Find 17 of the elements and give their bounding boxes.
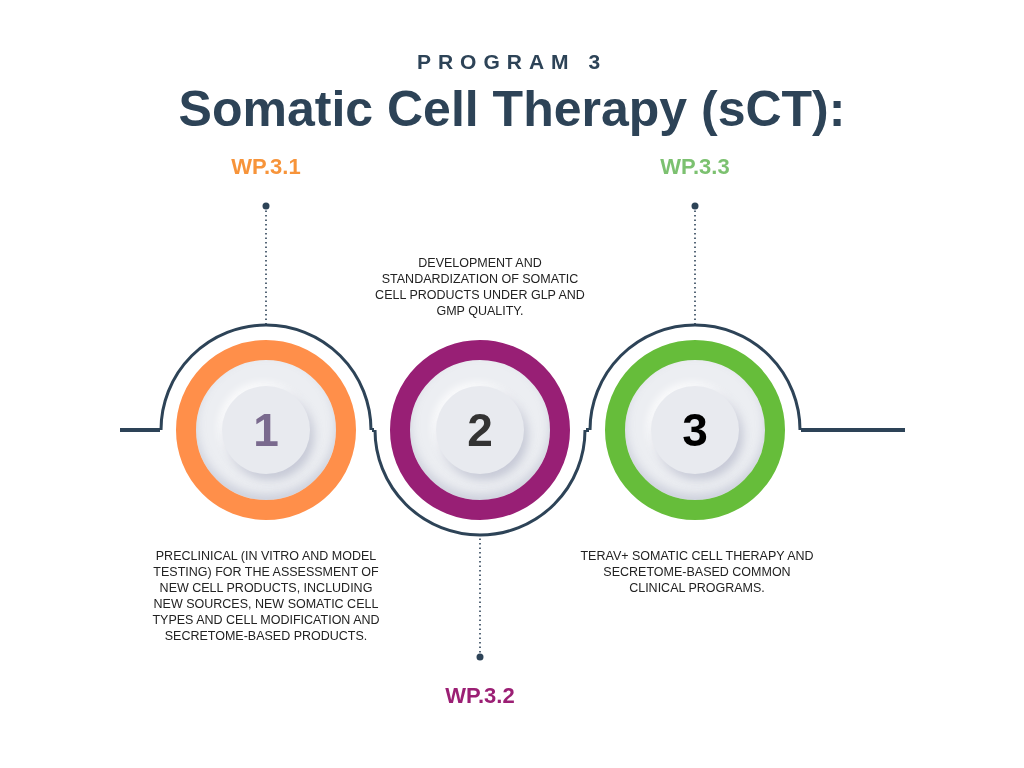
step-number: 1 [253, 407, 279, 453]
step-number: 2 [467, 407, 493, 453]
description-text: TERAV+ SOMATIC CELL THERAPY AND SECRETOME-BASED COMMON CLINICAL PROGRAMS. [579, 548, 815, 596]
step-number: 3 [682, 407, 708, 453]
timeline-line [120, 428, 160, 432]
description-text: PRECLINICAL (IN VITRO AND MODEL TESTING) FOR THE ASSESSMENT OF NEW CELL PRODUCTS, INCLUDING NEW SOURCES, NEW SOMATIC CELL TYPES AND CELL MODIFICATION AND SECRETOME-BASED PRODUCTS. [151, 548, 381, 644]
work-package-label: WP.3.2 [410, 657, 550, 709]
timeline-line [801, 428, 905, 432]
leader-line [691, 202, 699, 325]
program-heading: PROGRAM 3 [416, 50, 608, 73]
leader-line [262, 202, 270, 325]
timeline-line [372, 428, 374, 432]
timeline-line [586, 428, 589, 432]
description-text: DEVELOPMENT AND STANDARDIZATION OF SOMATIC CELL PRODUCTS UNDER GLP AND GMP QUALITY. [374, 255, 586, 319]
title: Somatic Cell Therapy (sCT): [178, 80, 846, 138]
work-package-label: WP.3.3 [625, 154, 765, 206]
work-package-label: WP.3.1 [196, 154, 336, 206]
